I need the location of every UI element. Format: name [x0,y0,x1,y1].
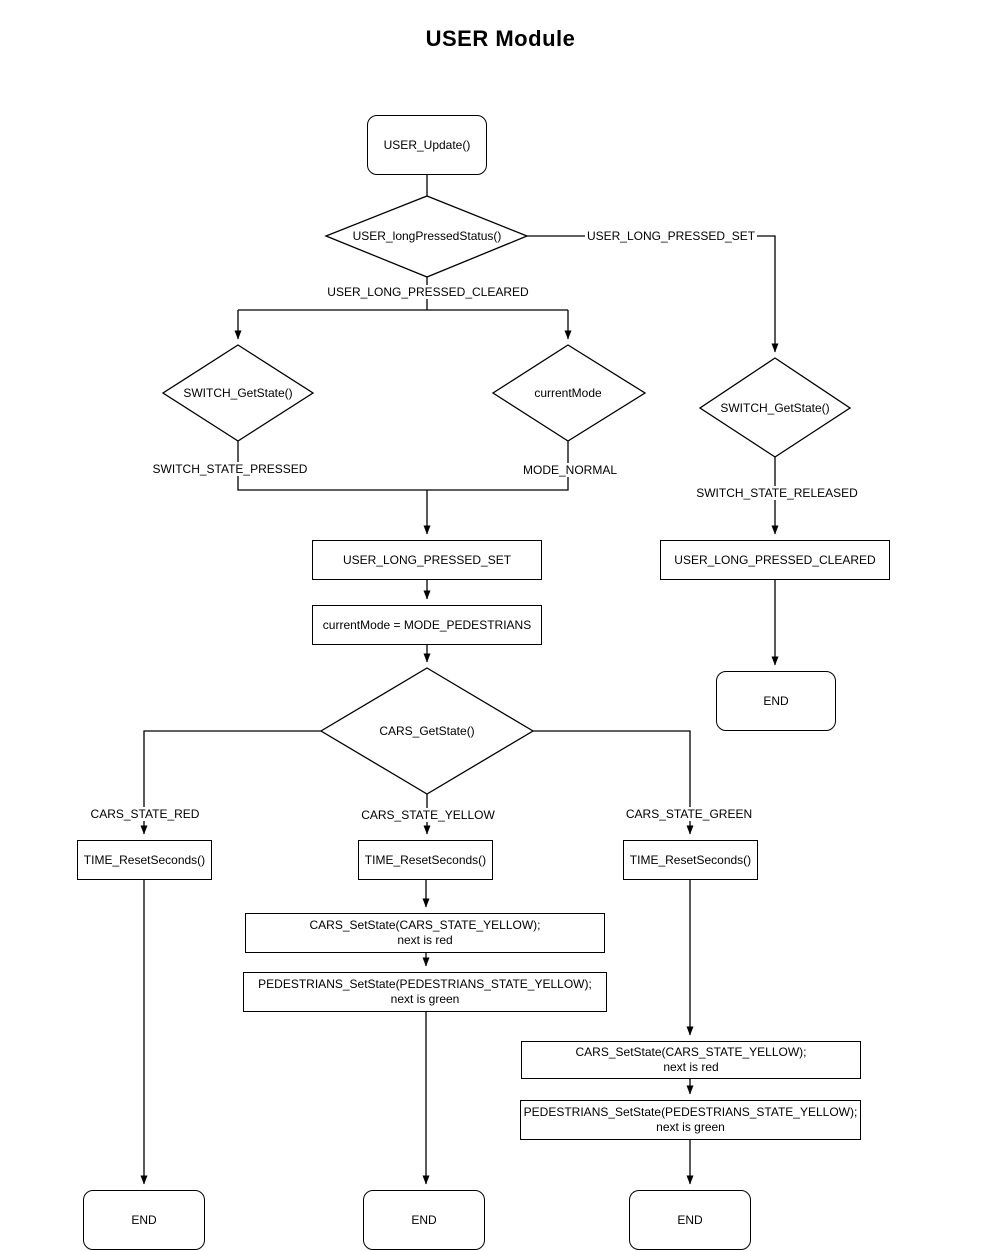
terminal-end-right: END [716,671,836,731]
process-time-reset-yellow: TIME_ResetSeconds() [358,840,493,880]
process-cars-setstate-mid-line1: CARS_SetState(CARS_STATE_YELLOW); [309,918,541,932]
process-time-reset-red: TIME_ResetSeconds() [77,840,212,880]
terminal-end-mid: END [363,1190,485,1250]
process-time-reset-yellow-label: TIME_ResetSeconds() [364,852,487,867]
decision-switch-getstate-right-label: SWITCH_GetState() [720,401,830,415]
edge-label-switch-state-pressed: SWITCH_STATE_PRESSED [150,462,310,476]
process-time-reset-green-label: TIME_ResetSeconds() [629,852,752,867]
process-time-reset-green: TIME_ResetSeconds() [623,840,758,880]
process-user-long-pressed-cleared: USER_LONG_PRESSED_CLEARED [660,540,890,580]
process-current-mode-pedestrians: currentMode = MODE_PEDESTRIANS [312,605,542,645]
process-user-long-pressed-set: USER_LONG_PRESSED_SET [312,540,542,580]
terminal-end-mid-label: END [411,1212,437,1227]
process-cars-setstate-mid: CARS_SetState(CARS_STATE_YELLOW); next i… [245,913,605,953]
terminal-end-left: END [83,1190,205,1250]
process-pedestrians-setstate-green-line1: PEDESTRIANS_SetState(PEDESTRIANS_STATE_Y… [523,1105,858,1119]
process-cars-setstate-mid-label: CARS_SetState(CARS_STATE_YELLOW); next i… [310,918,541,948]
decision-switch-getstate-left-label: SWITCH_GetState() [183,386,293,400]
process-cars-setstate-green-line2: next is red [663,1060,719,1074]
process-cars-setstate-green-label: CARS_SetState(CARS_STATE_YELLOW); next i… [576,1045,807,1075]
edge-label-cars-state-green: CARS_STATE_GREEN [623,807,755,821]
terminal-end-green: END [629,1190,751,1250]
edge-label-switch-state-released: SWITCH_STATE_RELEASED [694,486,860,500]
edge-label-cars-state-yellow: CARS_STATE_YELLOW [359,808,497,822]
decision-current-mode-label: currentMode [534,386,602,400]
page-title: USER Module [425,26,576,51]
process-cars-setstate-mid-line2: next is red [397,933,453,947]
process-pedestrians-setstate-mid-label: PEDESTRIANS_SetState(PEDESTRIANS_STATE_Y… [258,977,592,1007]
edge-label-cars-state-red: CARS_STATE_RED [88,807,202,821]
edge-cars-red-branch [140,730,321,835]
edge-label-mode-normal: MODE_NORMAL [520,463,620,477]
process-cars-setstate-green: CARS_SetState(CARS_STATE_YELLOW); next i… [521,1041,861,1079]
terminal-end-right-label: END [763,693,789,708]
terminal-end-green-label: END [677,1212,703,1227]
edge-label-user-long-pressed-set: USER_LONG_PRESSED_SET [584,229,758,243]
decision-cars-getstate-label: CARS_GetState() [379,724,475,738]
process-time-reset-red-label: TIME_ResetSeconds() [83,852,206,867]
process-pedestrians-setstate-green-label: PEDESTRIANS_SetState(PEDESTRIANS_STATE_Y… [524,1105,858,1135]
terminal-end-left-label: END [131,1212,157,1227]
terminal-user-update: USER_Update() [367,115,487,175]
process-pedestrians-setstate-green: PEDESTRIANS_SetState(PEDESTRIANS_STATE_Y… [520,1100,861,1140]
process-pedestrians-setstate-mid-line1: PEDESTRIANS_SetState(PEDESTRIANS_STATE_Y… [258,977,592,991]
decision-user-long-pressed-status-label: USER_longPressedStatus() [352,229,502,243]
process-pedestrians-setstate-mid-line2: next is green [390,992,460,1006]
edge-label-user-long-pressed-cleared: USER_LONG_PRESSED_CLEARED [325,285,531,299]
process-cars-setstate-green-line1: CARS_SetState(CARS_STATE_YELLOW); [575,1045,807,1059]
edge-longpressed-set-branch [527,235,779,353]
process-current-mode-pedestrians-label: currentMode = MODE_PEDESTRIANS [322,617,532,632]
process-pedestrians-setstate-mid: PEDESTRIANS_SetState(PEDESTRIANS_STATE_Y… [243,972,607,1012]
process-user-long-pressed-cleared-label: USER_LONG_PRESSED_CLEARED [674,552,876,567]
process-user-long-pressed-set-label: USER_LONG_PRESSED_SET [342,552,512,567]
process-pedestrians-setstate-green-line2: next is green [656,1120,725,1134]
terminal-user-update-label: USER_Update() [383,137,471,152]
edge-cars-green-branch [533,730,694,835]
